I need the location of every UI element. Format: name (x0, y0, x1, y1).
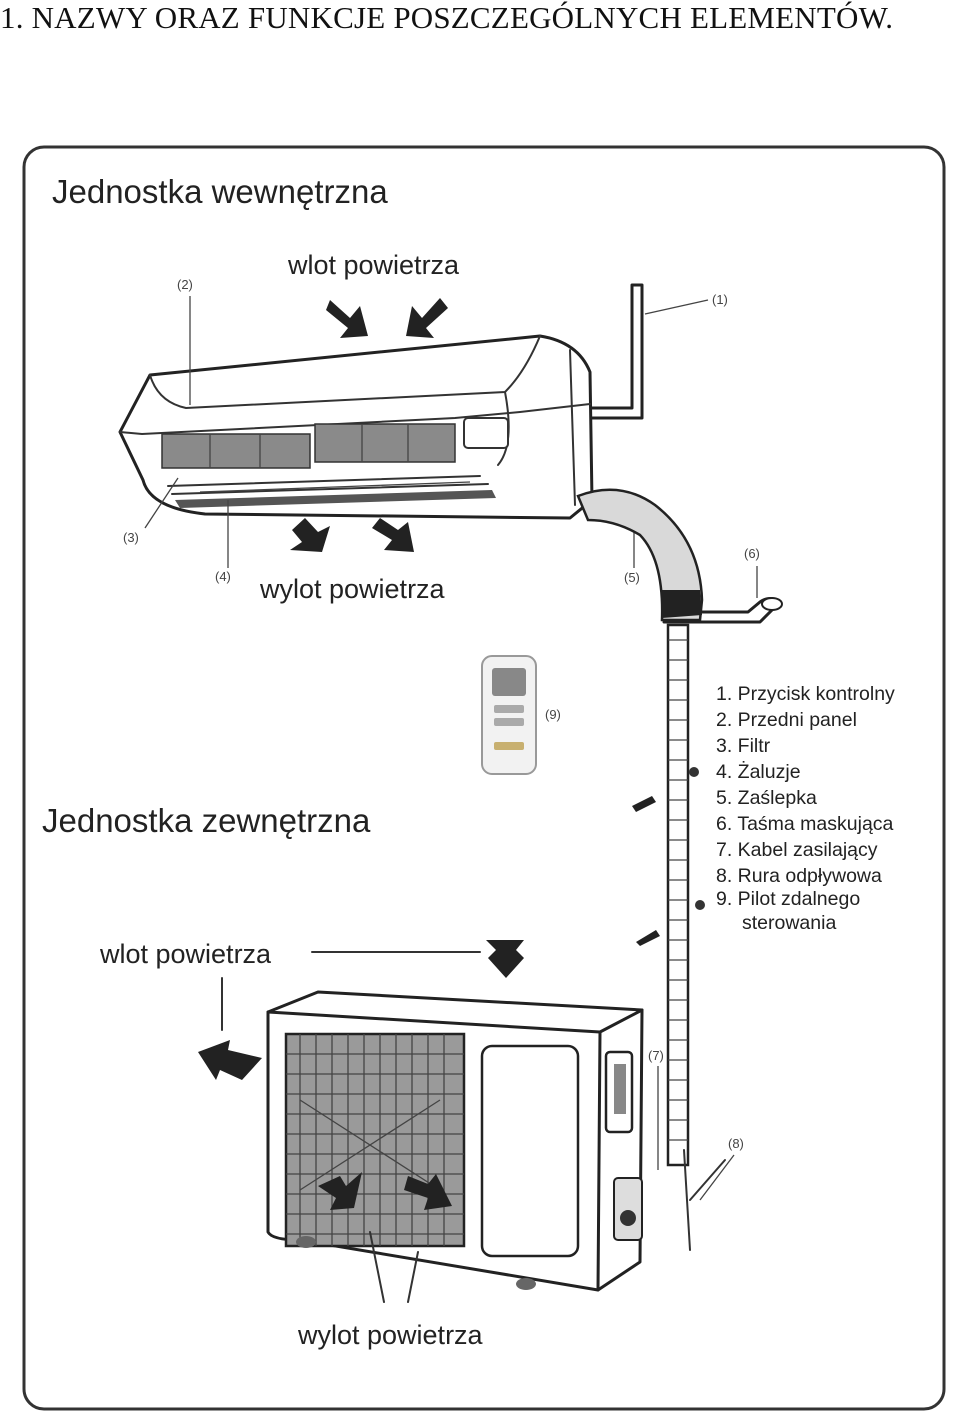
legend-item-6: 6. Taśma maskująca (716, 813, 894, 835)
indoor-inlet-arrows (326, 298, 448, 338)
outdoor-air-inlet-label: wlot powietrza (99, 939, 272, 969)
indoor-air-inlet-label: wlot powietrza (287, 250, 460, 280)
arrow-down-icon (404, 1174, 452, 1210)
callout-4: (4) (215, 569, 231, 584)
page-heading: 1. NAZWY ORAZ FUNKCJE POSZCZEGÓLNYCH ELE… (0, 0, 894, 35)
legend-item-2: 2. Przedni panel (716, 709, 857, 731)
outdoor-unit (266, 990, 644, 1292)
indoor-callouts: (1) (2) (3) (4) (5) (6) (123, 277, 760, 598)
outdoor-air-outlet-label: wylot powietrza (297, 1320, 484, 1350)
callout-6: (6) (744, 546, 760, 561)
callout-9: (9) (545, 707, 561, 722)
piping-bundle (576, 488, 783, 1251)
arrow-down-icon (318, 1172, 362, 1210)
diagram-frame (22, 145, 946, 1411)
callout-5: (5) (624, 570, 640, 585)
callout-3: (3) (123, 530, 139, 545)
callout-2: (2) (177, 277, 193, 292)
callout-8: (8) (728, 1136, 744, 1151)
arrow-right-icon (198, 1040, 262, 1080)
arrow-down-icon (486, 940, 524, 978)
legend-item-1: 1. Przycisk kontrolny (716, 683, 895, 705)
indoor-outlet-arrows (290, 518, 414, 552)
legend-item-8: 8. Rura odpływowa (716, 865, 882, 887)
legend-item-7: 7. Kabel zasilający (716, 839, 878, 861)
outdoor-unit-title: Jednostka zewnętrzna (42, 802, 371, 839)
legend-item-5: 5. Zaślepka (716, 787, 817, 809)
legend-item-9-cont: sterowania (742, 912, 836, 934)
legend-item-9: 9. Pilot zdalnego (716, 888, 860, 910)
legend-item-4: 4. Żaluzje (716, 760, 801, 783)
indoor-unit-title: Jednostka wewnętrzna (52, 173, 388, 210)
arrow-down-icon (372, 518, 414, 552)
indoor-unit (118, 283, 644, 520)
screw-icon (636, 930, 660, 946)
arrow-down-icon (406, 298, 448, 338)
screw-icon (632, 796, 656, 812)
arrow-down-icon (326, 300, 368, 338)
remote-control: (9) (481, 655, 561, 775)
indoor-air-outlet-label: wylot powietrza (259, 574, 446, 604)
arrow-down-icon (290, 518, 330, 552)
outdoor-outlet-pointer-left (369, 1231, 385, 1303)
component-legend: 1. Przycisk kontrolny 2. Przedni panel 3… (716, 683, 895, 934)
callout-7: (7) (648, 1048, 664, 1063)
legend-item-3: 3. Filtr (716, 735, 771, 757)
callout-1: (1) (712, 292, 728, 307)
outdoor-outlet-pointer-right (407, 1251, 419, 1303)
